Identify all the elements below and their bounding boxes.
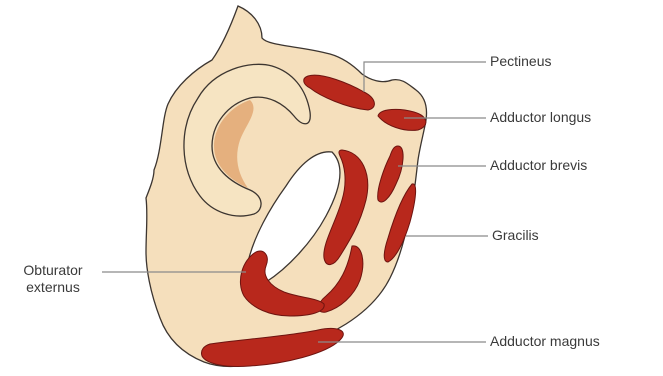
label-obturator-externus-line1: Obturator (6, 262, 100, 279)
label-adductor-magnus: Adductor magnus (490, 333, 600, 350)
label-adductor-longus: Adductor longus (490, 109, 591, 126)
label-obturator-externus: Obturator externus (6, 262, 100, 296)
label-gracilis: Gracilis (492, 227, 539, 244)
label-obturator-externus-line2: externus (6, 279, 100, 296)
label-adductor-brevis: Adductor brevis (490, 157, 587, 174)
label-pectineus: Pectineus (490, 53, 551, 70)
